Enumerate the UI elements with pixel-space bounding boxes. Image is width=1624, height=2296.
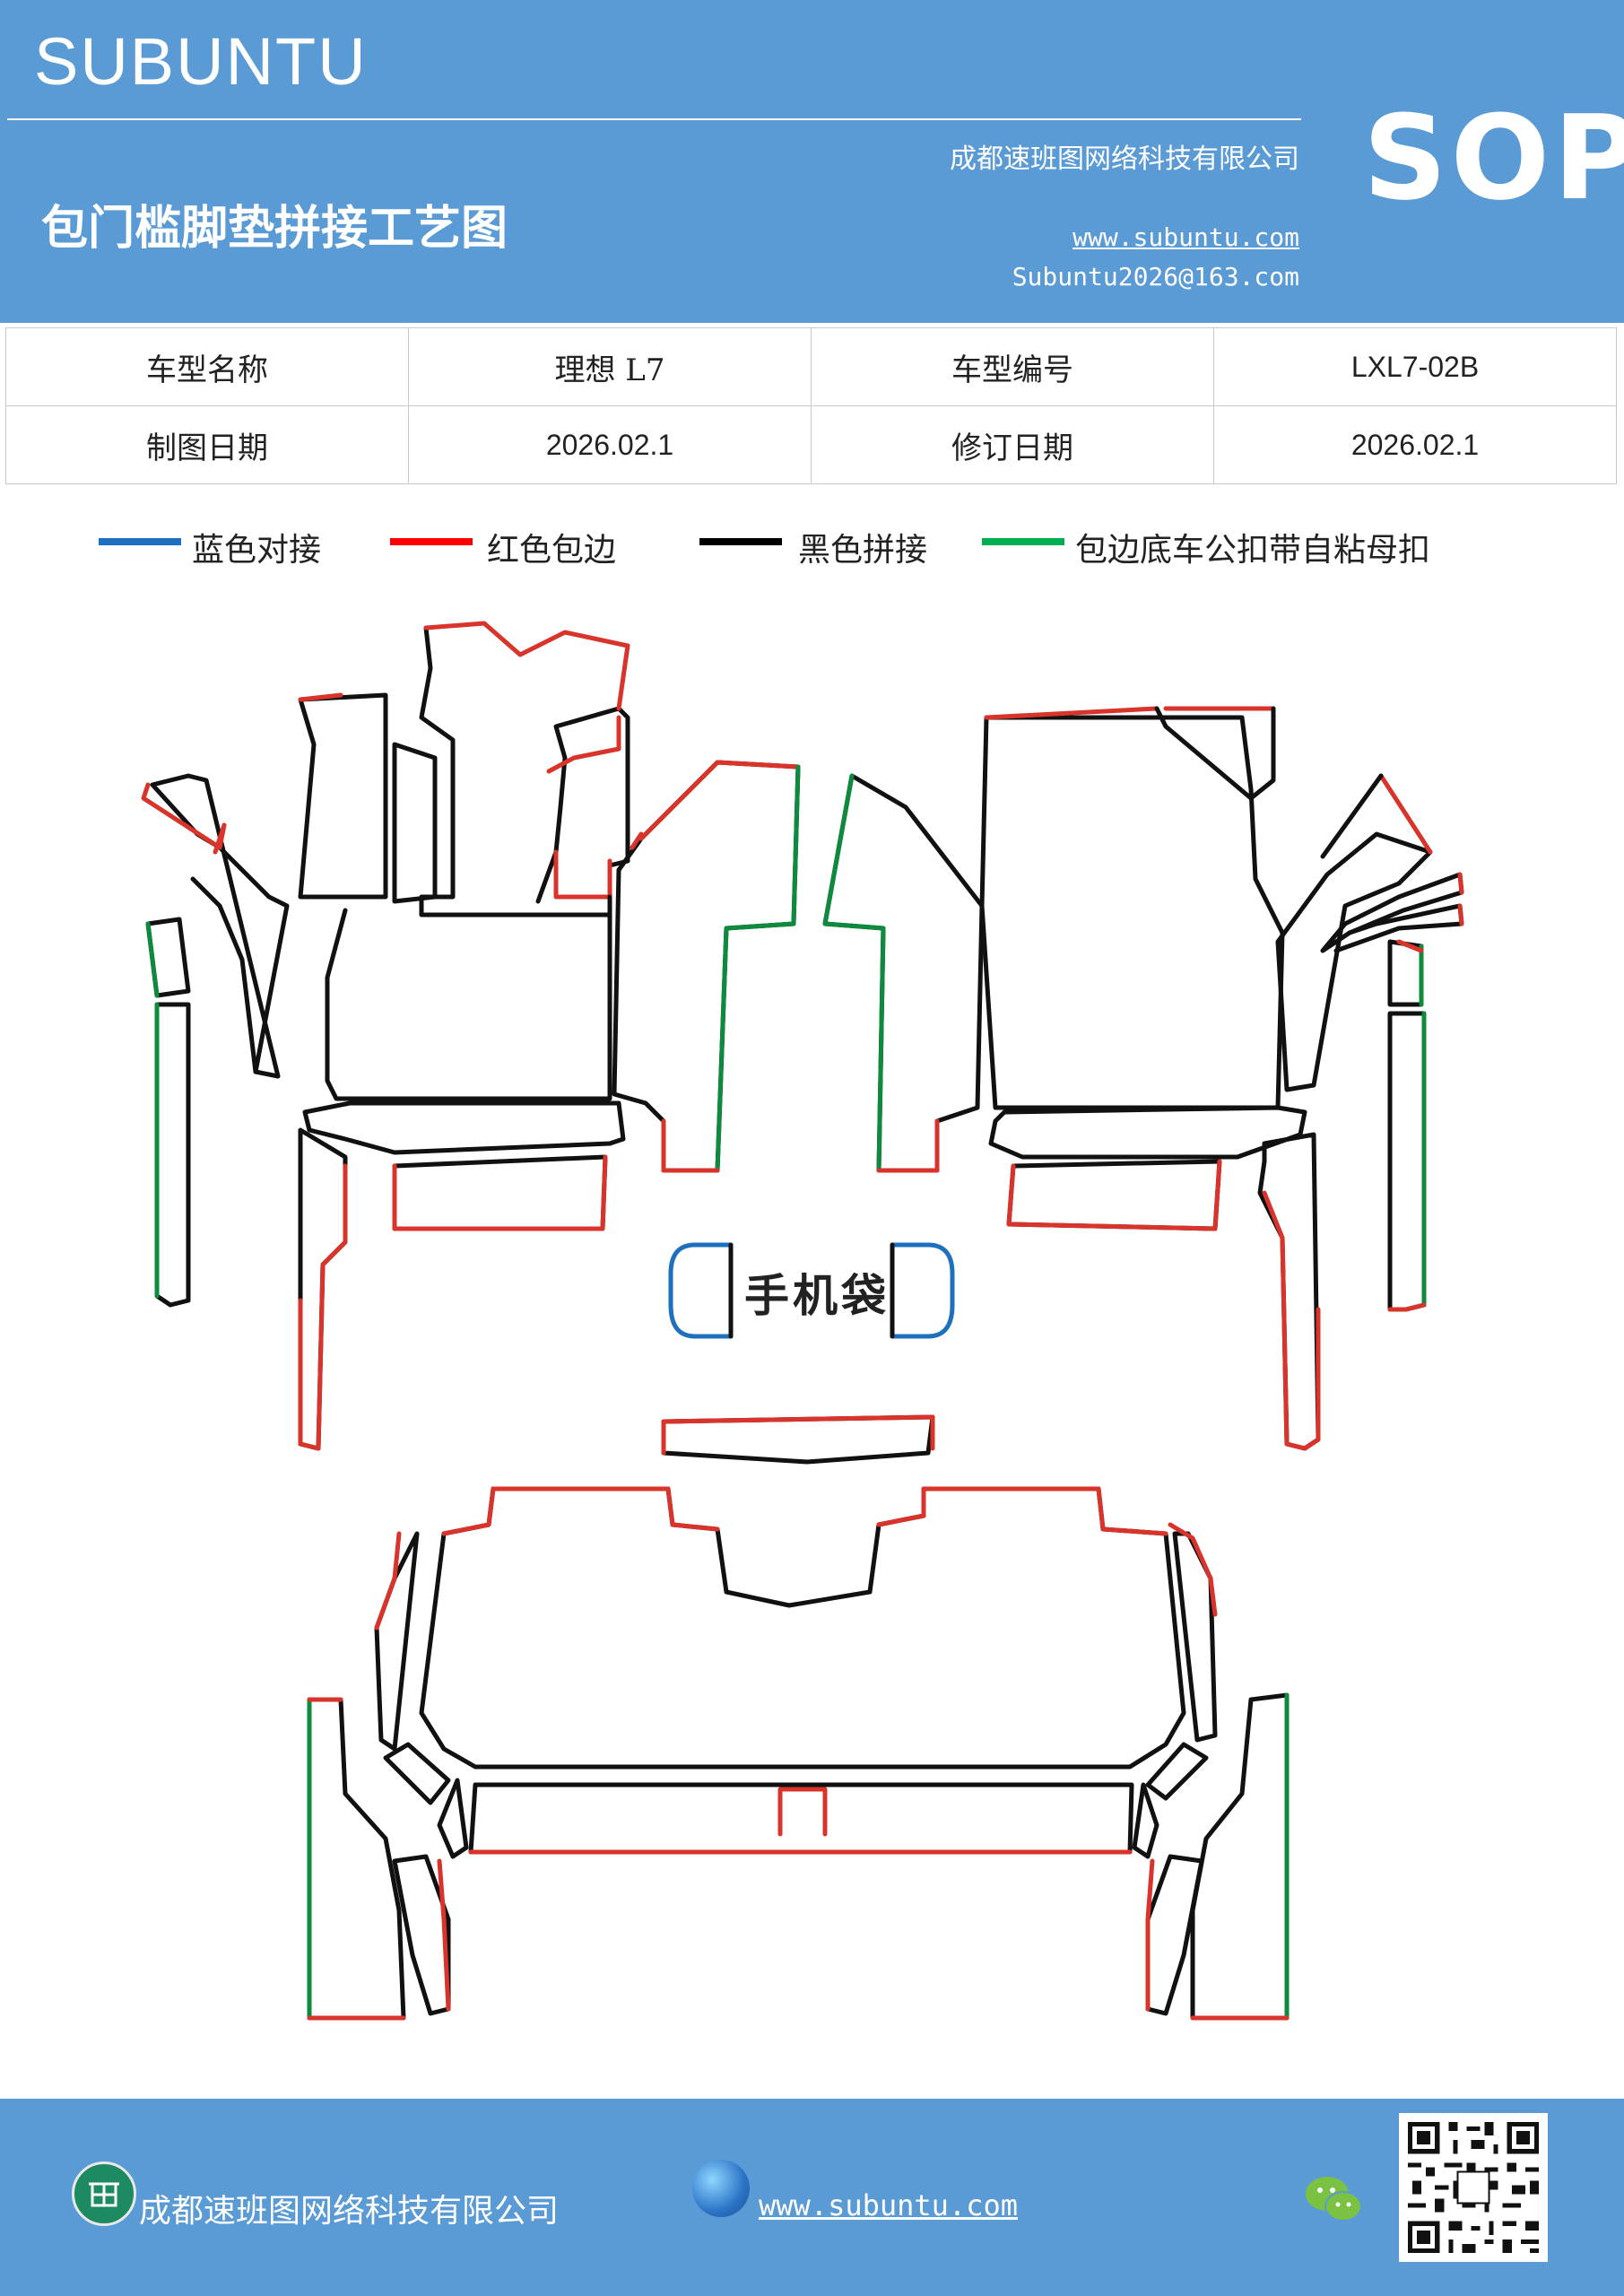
legend-label-red: 红色包边 — [487, 532, 617, 569]
mat-piece-left-main — [298, 692, 612, 1101]
qr-code — [1399, 2113, 1548, 2262]
info-table-cell: 车型名称 — [5, 327, 409, 406]
mat-piece-left-upper — [419, 621, 630, 918]
mat-piece-left-edge-strips — [141, 773, 290, 1308]
qr-code-pattern — [1408, 2122, 1539, 2253]
info-table-cell: 修订日期 — [811, 405, 1214, 484]
mat-piece-right-side — [1275, 773, 1464, 1312]
floor-mat-assembly-diagram — [141, 621, 1464, 2021]
legend-swatch-red — [390, 538, 473, 545]
info-table-cell: 制图日期 — [5, 405, 409, 484]
info-table-cell: 车型编号 — [811, 327, 1214, 406]
mat-piece-rear-top-strip — [661, 1414, 935, 1465]
building-icon — [72, 2161, 136, 2226]
mat-piece-right-main — [979, 706, 1285, 1110]
info-table-cell: 理想 L7 — [408, 327, 812, 406]
header-company-name: 成都速班图网络科技有限公司 — [950, 144, 1299, 175]
legend-label-green: 包边底车公扣带自粘母扣 — [1075, 532, 1431, 569]
wechat-icon — [1306, 2177, 1362, 2222]
header-email: Subuntu2026@163.com — [1012, 262, 1299, 291]
mat-piece-right-lower — [988, 1105, 1321, 1451]
mat-piece-center-right — [822, 773, 985, 1173]
header-banner: SUBUNTU 成都速班图网络科技有限公司 包门槛脚垫拼接工艺图 www.sub… — [0, 0, 1624, 323]
info-table-cell: 2026.02.1 — [1213, 405, 1617, 484]
legend-swatch-blue — [99, 538, 181, 545]
legend-swatch-green — [982, 538, 1064, 545]
header-divider — [7, 118, 1301, 120]
page-title: 包门槛脚垫拼接工艺图 — [41, 201, 508, 256]
brand-logo-text: SUBUNTU — [34, 24, 368, 99]
info-table-cell: LXL7-02B — [1213, 327, 1617, 406]
footer-banner: 成都速班图网络科技有限公司 www.subuntu.com — [0, 2099, 1624, 2296]
legend-label-black: 黑色拼接 — [798, 532, 928, 569]
legend-swatch-black — [699, 538, 782, 545]
footer-website-link[interactable]: www.subuntu.com — [759, 2188, 1018, 2222]
mat-piece-center-left — [612, 760, 801, 1173]
globe-icon — [692, 2160, 750, 2217]
building-icon-glyph — [89, 2182, 119, 2207]
mat-piece-left-lower — [298, 1100, 626, 1451]
mat-piece-rear-side-right — [1145, 1692, 1290, 2021]
mat-piece-rear-side-left — [307, 1697, 451, 2021]
phone-pocket-outline — [668, 1242, 955, 1339]
sop-badge: SOP — [1363, 90, 1624, 226]
phone-pocket-label: 手机袋 — [744, 1270, 890, 1322]
info-table-cell: 2026.02.1 — [408, 405, 812, 484]
mat-piece-rear-main — [374, 1486, 1218, 1859]
legend-label-blue: 蓝色对接 — [192, 532, 322, 569]
header-website-link[interactable]: www.subuntu.com — [1073, 222, 1299, 252]
color-legend: 蓝色对接 红色包边 黑色拼接 包边底车公扣带自粘母扣 — [0, 524, 1624, 574]
footer-company-name: 成都速班图网络科技有限公司 — [139, 2193, 560, 2230]
